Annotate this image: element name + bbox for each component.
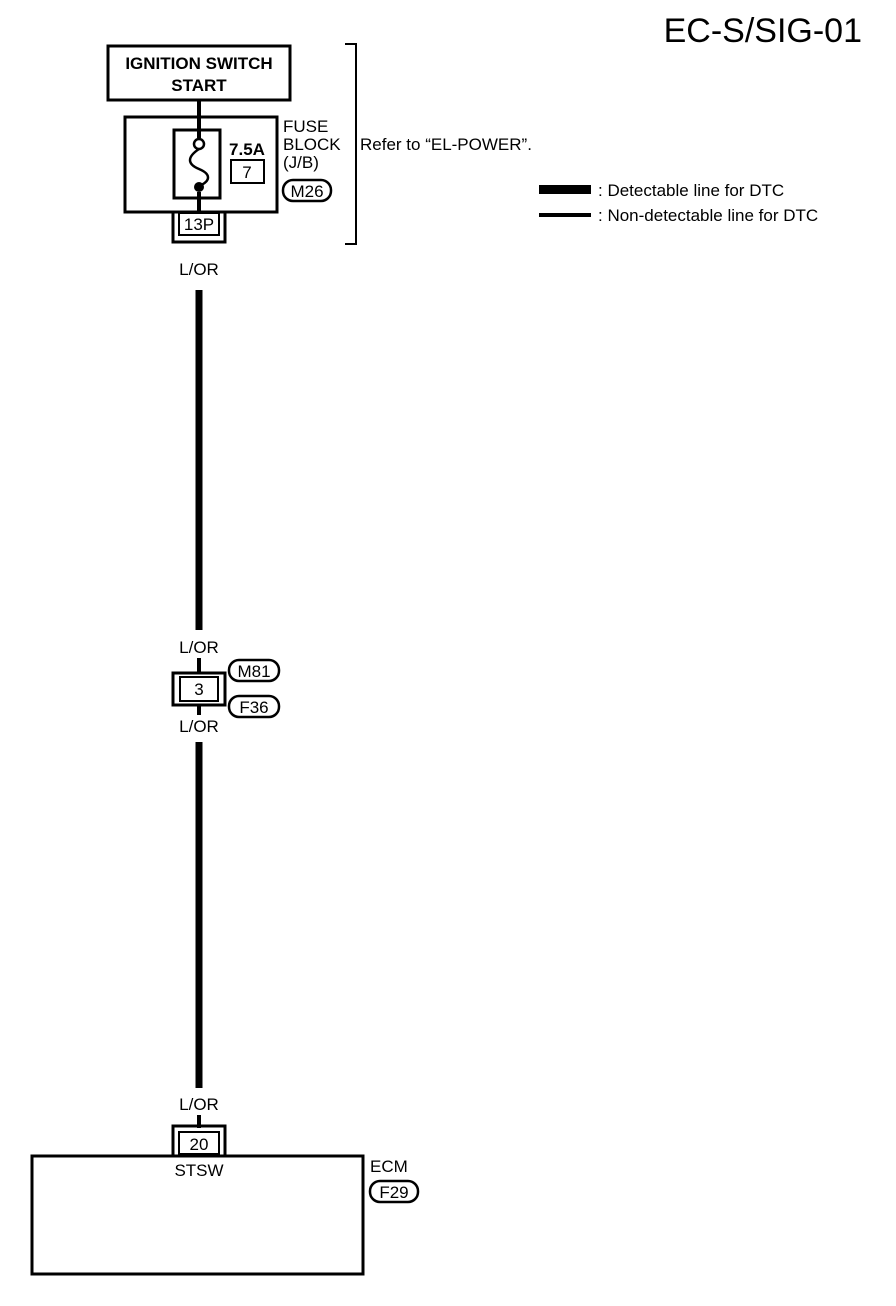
fuse-block-label-1: FUSE: [283, 117, 328, 136]
legend: : Detectable line for DTC : Non-detectab…: [539, 181, 818, 225]
terminal-13p-label: 13P: [184, 215, 214, 234]
fuse-block-label-2: BLOCK: [283, 135, 341, 154]
legend-detectable-swatch: [539, 185, 591, 194]
wire-color-below-joint: L/OR: [179, 717, 219, 736]
ecm-terminal-number: 20: [190, 1135, 209, 1154]
fuse-block-connector: M26: [290, 182, 323, 201]
ignition-switch: IGNITION SWITCH START: [106, 44, 292, 102]
refer-note: Refer to “EL-POWER”.: [360, 135, 532, 154]
ecm-connector-badge: [368, 1179, 420, 1204]
fuse-rating: 7.5A: [229, 140, 265, 159]
ecm-pin-label: STSW: [174, 1161, 223, 1180]
ignition-switch-label: IGNITION SWITCH: [125, 54, 272, 73]
terminal-13p: 13P: [171, 212, 227, 244]
wire-color-bottom: L/OR: [179, 1095, 219, 1114]
joint-connector-terminal: 3: [194, 680, 203, 699]
legend-detectable-label: : Detectable line for DTC: [598, 181, 784, 200]
page-title: EC-S/SIG-01: [664, 12, 862, 50]
fuse-block-label-3: (J/B): [283, 153, 319, 172]
joint-connector: 3 M81 F36: [171, 658, 281, 719]
fuse-number: 7: [242, 163, 251, 182]
legend-non-detectable-label: : Non-detectable line for DTC: [598, 206, 818, 225]
joint-upper-connector: M81: [237, 662, 270, 681]
ecm-terminal-20: 20: [171, 1124, 227, 1156]
power-bracket: [345, 43, 357, 245]
fuse-block: 7.5A 7 FUSE BLOCK (J/B) M26: [123, 115, 341, 230]
wire-color-above-joint: L/OR: [179, 638, 219, 657]
joint-lower-badge: [227, 694, 281, 719]
joint-upper-badge: [227, 658, 281, 683]
ignition-switch-position: START: [171, 76, 227, 95]
ecm-module: STSW ECM F29: [30, 1154, 420, 1276]
joint-lower-connector: F36: [239, 698, 268, 717]
ecm-connector: F29: [379, 1183, 408, 1202]
legend-non-detectable-swatch: [539, 213, 591, 217]
fuse-element-icon: [188, 147, 210, 188]
wire-color-top: L/OR: [179, 260, 219, 279]
ecm-name: ECM: [370, 1157, 408, 1176]
fuse-block-connector-badge: [281, 178, 333, 203]
